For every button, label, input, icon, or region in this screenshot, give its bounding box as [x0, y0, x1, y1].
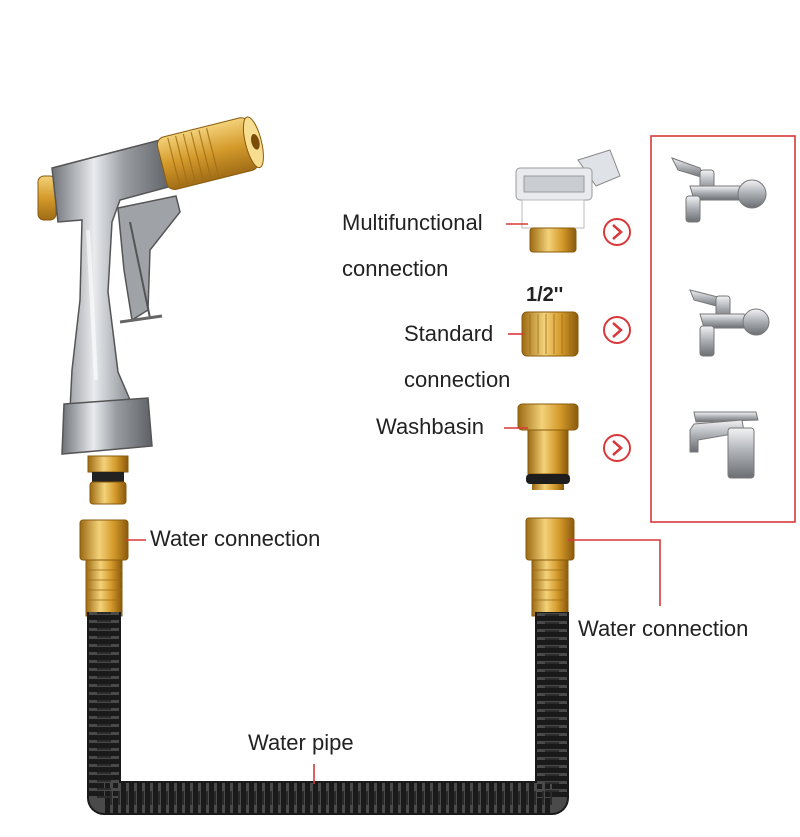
arrow-right-icon — [603, 218, 631, 246]
washbasin-label: Washbasin — [376, 414, 485, 439]
standard-label-line1: Standard — [404, 321, 494, 346]
water-connection-left-label: Water connection — [150, 526, 321, 551]
left-hose-connector — [79, 519, 129, 617]
washbasin-adapter — [517, 403, 579, 490]
multifunctional-label-line2: connection — [342, 256, 449, 281]
water-pipe-hose — [87, 612, 569, 815]
standard-adapter — [521, 311, 579, 357]
water-connection-right-label: Water connection — [578, 616, 749, 641]
arrow-right-icon — [603, 434, 631, 462]
arrow-right-icon — [603, 316, 631, 344]
pointer-lines — [126, 223, 661, 784]
size-label: 1/2'' — [526, 284, 564, 306]
faucet-tap-icon — [689, 289, 770, 357]
standard-label-line2: connection — [404, 367, 511, 392]
faucet-wall-icon — [670, 157, 767, 223]
water-pipe-label: Water pipe — [248, 730, 354, 755]
multifunctional-label-line1: Multifunctional — [342, 210, 483, 235]
right-hose-connector — [525, 517, 575, 617]
multifunctional-adapter — [515, 149, 621, 253]
faucet-frame — [650, 135, 796, 523]
faucet-basin-icon — [689, 411, 759, 479]
spray-gun-icon — [37, 116, 264, 505]
